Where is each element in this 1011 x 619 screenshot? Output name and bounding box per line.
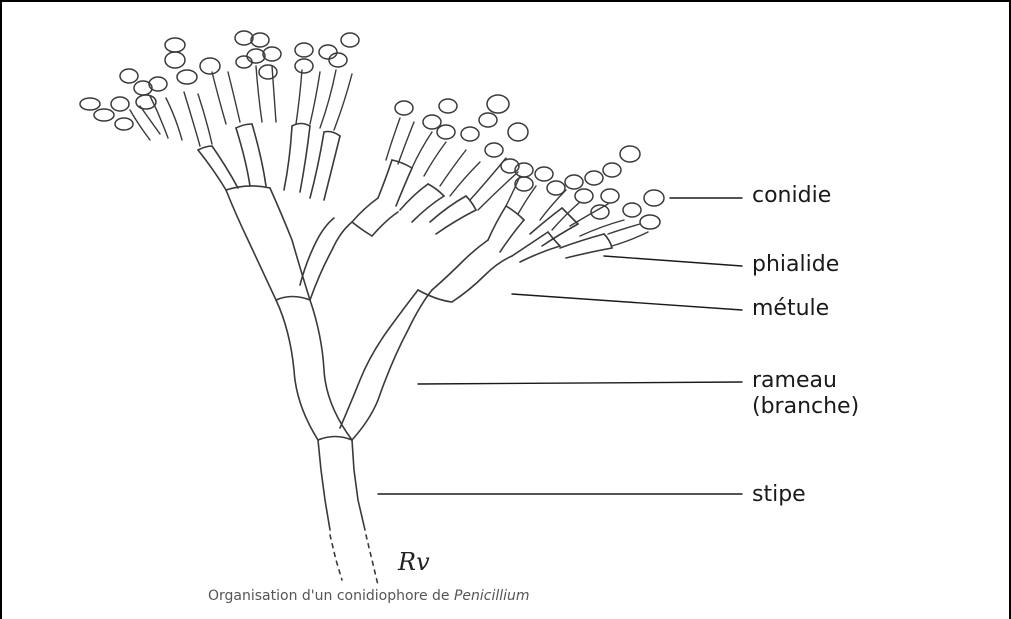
caption-text: Organisation d'un conidiophore de bbox=[208, 588, 454, 604]
label-conidie: conidie bbox=[752, 183, 831, 209]
left-branch-shape bbox=[198, 124, 340, 301]
label-phialide: phialide bbox=[752, 252, 839, 278]
label-rameau: rameau bbox=[752, 368, 837, 394]
main-axis-shape bbox=[276, 290, 432, 440]
caption-genus: Penicillium bbox=[454, 588, 530, 604]
conidia-cluster bbox=[80, 31, 664, 229]
leader-lines bbox=[378, 198, 742, 494]
middle-branch-shape bbox=[300, 160, 476, 300]
label-stipe: stipe bbox=[752, 482, 806, 508]
figure-caption: Organisation d'un conidiophore de Penici… bbox=[208, 588, 530, 604]
label-branche: (branche) bbox=[752, 394, 859, 420]
artist-signature: Rv bbox=[398, 548, 430, 576]
right-branch-shape bbox=[418, 206, 612, 302]
label-metule: métule bbox=[752, 296, 829, 322]
stipe-shape bbox=[318, 437, 378, 586]
